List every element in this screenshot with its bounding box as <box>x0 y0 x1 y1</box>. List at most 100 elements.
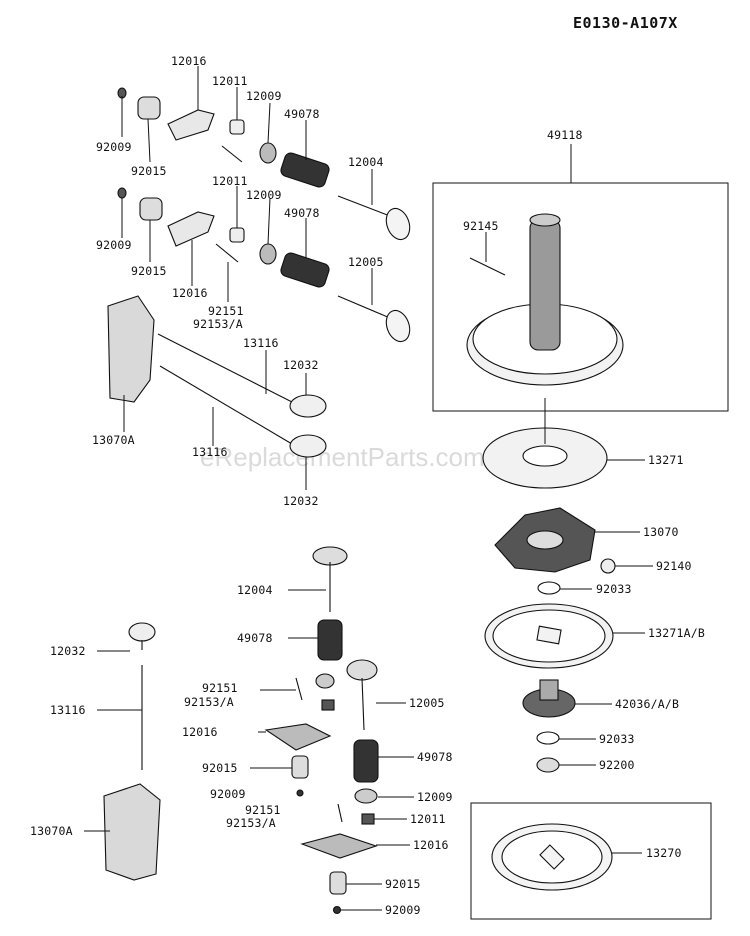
tappet-12032-a <box>289 394 327 418</box>
stud-92151-c <box>295 677 303 701</box>
label-92015-a: 92015 <box>131 164 167 178</box>
tappet-12032-b <box>289 434 327 458</box>
label-13270: 13270 <box>646 846 682 860</box>
label-12011-a: 12011 <box>212 74 248 88</box>
label-12009-b: 12009 <box>246 188 282 202</box>
label-92153-a: 92153/A <box>193 317 243 331</box>
label-12009-a: 12009 <box>246 89 282 103</box>
plate-13070A-b <box>103 783 161 881</box>
rocker-arm-12016-a <box>167 109 215 141</box>
plate-13070A-a <box>107 295 155 403</box>
retainer-12009-c <box>315 673 335 689</box>
gear-42036 <box>522 679 576 718</box>
label-49078-c: 49078 <box>237 631 273 645</box>
push-rods-upper <box>157 333 327 458</box>
cap-12011-d <box>361 813 375 825</box>
label-13116-b: 13116 <box>192 445 228 459</box>
pivot-92015-b <box>139 197 163 221</box>
stud-92151-d <box>337 803 343 823</box>
label-12032-a: 12032 <box>283 358 319 372</box>
label-92153-b: 92153/A <box>184 695 234 709</box>
label-12004-b: 12004 <box>237 583 273 597</box>
leader-lines <box>84 66 653 911</box>
pivot-92015-a <box>137 96 161 120</box>
ball-92140 <box>600 558 616 574</box>
cap-12011-b <box>229 227 245 243</box>
valve-12005-a <box>337 295 411 343</box>
spring-49078-a <box>280 152 330 188</box>
label-12032-b: 12032 <box>283 494 319 508</box>
label-92015-b: 92015 <box>131 264 167 278</box>
label-92009-c: 92009 <box>210 787 246 801</box>
label-49118: 49118 <box>547 128 583 142</box>
stud-92151-b <box>215 243 239 263</box>
valve-12005-b <box>346 659 378 731</box>
label-12011-c: 12011 <box>410 812 446 826</box>
label-92145: 92145 <box>463 219 499 233</box>
retainer-12009-a <box>259 142 277 164</box>
cap-12011-a <box>229 119 245 135</box>
camshaft-assembly-box <box>432 182 729 412</box>
watermark: eReplacementParts.com <box>200 442 485 472</box>
cap-12011-c <box>321 699 335 711</box>
label-12004-a: 12004 <box>348 155 384 169</box>
label-12005-b: 12005 <box>409 696 445 710</box>
label-92151-a: 92151 <box>208 304 244 318</box>
washer-92200 <box>536 757 560 773</box>
label-92140: 92140 <box>656 559 692 573</box>
label-92015-d: 92015 <box>385 877 421 891</box>
tappet-12032-c <box>128 622 156 650</box>
spring-49078-c <box>317 619 343 661</box>
label-92009-a: 92009 <box>96 140 132 154</box>
label-92151-b: 92151 <box>202 681 238 695</box>
rocker-valve-group-lower <box>117 187 411 343</box>
pin-92145 <box>469 257 506 276</box>
label-12032-c: 12032 <box>50 644 86 658</box>
label-12011-b: 12011 <box>212 174 248 188</box>
valve-12004-a <box>337 195 411 241</box>
nut-92009-c <box>296 789 304 797</box>
diagram-code: E0130-A107X <box>573 14 678 32</box>
circlip-92033-a <box>537 581 561 595</box>
label-13116-a: 13116 <box>243 336 279 350</box>
rocker-arm-12016-c <box>264 723 332 751</box>
label-92015-c: 92015 <box>202 761 238 775</box>
label-12016-c: 12016 <box>182 725 218 739</box>
label-12005-a: 12005 <box>348 255 384 269</box>
label-92009-b: 92009 <box>96 238 132 252</box>
label-12016-a: 12016 <box>171 54 207 68</box>
label-92033-a: 92033 <box>596 582 632 596</box>
label-13070A-b: 13070A <box>30 824 73 838</box>
label-42036: 42036/A/B <box>615 697 679 711</box>
pivot-92015-c <box>291 755 309 779</box>
nut-92009-d <box>332 905 342 915</box>
label-49078-a: 49078 <box>284 107 320 121</box>
label-92151-c: 92151 <box>245 803 281 817</box>
label-13070: 13070 <box>643 525 679 539</box>
label-13070A-a: 13070A <box>92 433 135 447</box>
label-92009-d: 92009 <box>385 903 421 917</box>
rocker-valve-group-upper <box>117 87 411 241</box>
valve-12004-b <box>312 546 348 612</box>
camshaft-49118 <box>466 213 624 386</box>
nut-92009-b <box>117 187 127 199</box>
rocker-arm-12016-b <box>167 211 215 247</box>
label-49078-d: 49078 <box>417 750 453 764</box>
pivot-92015-d <box>329 871 347 895</box>
label-12009-c: 12009 <box>417 790 453 804</box>
retainer-12009-d <box>354 788 378 804</box>
label-12016-d: 12016 <box>413 838 449 852</box>
stud-92151-a <box>221 145 243 163</box>
circlip-92033-b <box>536 731 560 745</box>
rocker-arm-12016-d <box>300 833 378 859</box>
label-12016-b: 12016 <box>172 286 208 300</box>
label-92033-b: 92033 <box>599 732 635 746</box>
label-92200: 92200 <box>599 758 635 772</box>
kit-13270-box <box>470 802 712 920</box>
spring-49078-b <box>280 252 330 288</box>
label-49078-b: 49078 <box>284 206 320 220</box>
label-13271AB: 13271A/B <box>648 626 705 640</box>
retainer-12009-b <box>259 243 277 265</box>
